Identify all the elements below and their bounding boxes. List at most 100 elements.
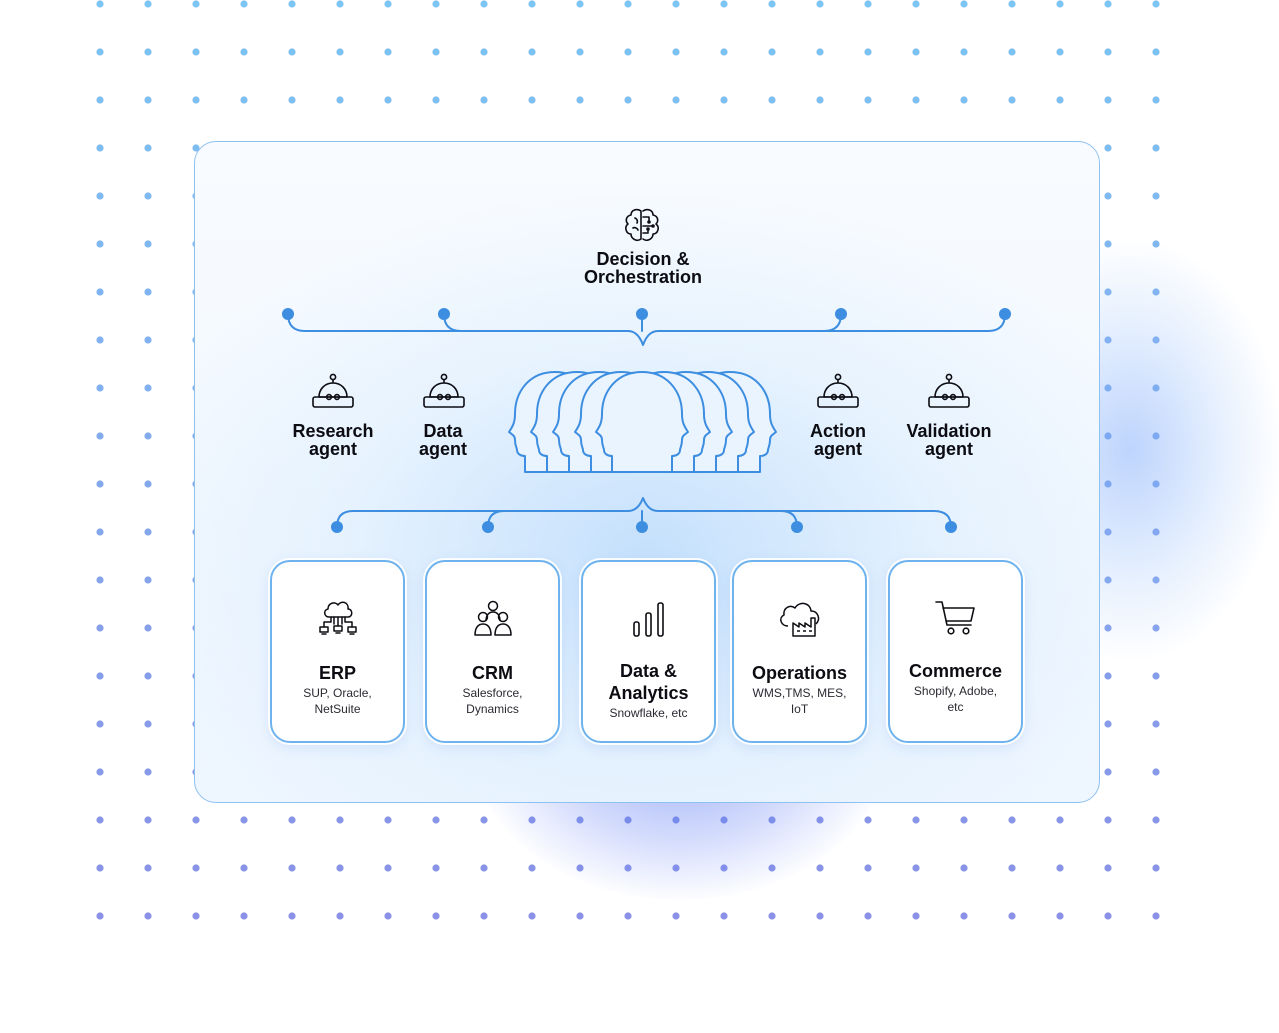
background-dot bbox=[288, 864, 296, 872]
robot-icon bbox=[423, 373, 465, 408]
background-dot bbox=[528, 48, 536, 56]
cloud-network-icon bbox=[318, 601, 357, 635]
background-dot bbox=[1056, 0, 1064, 8]
bar-chart-icon bbox=[632, 602, 664, 637]
background-dot bbox=[1104, 48, 1112, 56]
background-dot bbox=[240, 48, 248, 56]
background-dot bbox=[240, 96, 248, 104]
background-dot bbox=[960, 96, 968, 104]
background-dot bbox=[336, 0, 344, 8]
background-dot bbox=[912, 912, 920, 920]
background-dot bbox=[576, 96, 584, 104]
background-dot bbox=[480, 864, 488, 872]
background-dot bbox=[768, 0, 776, 8]
system-subtitle: WMS,TMS, MES, IoT bbox=[752, 686, 847, 716]
background-dot bbox=[432, 48, 440, 56]
background-dot bbox=[624, 912, 632, 920]
background-dot bbox=[1008, 48, 1016, 56]
connector-node bbox=[438, 308, 450, 320]
background-dot bbox=[1152, 480, 1160, 488]
background-dot bbox=[384, 864, 392, 872]
background-dot bbox=[672, 48, 680, 56]
background-dot bbox=[480, 48, 488, 56]
background-dot bbox=[336, 864, 344, 872]
background-dot bbox=[1104, 336, 1112, 344]
system-card-operations: Operations WMS,TMS, MES, IoT bbox=[732, 560, 867, 743]
background-dot bbox=[528, 864, 536, 872]
background-dot bbox=[816, 864, 824, 872]
background-dot bbox=[1104, 240, 1112, 248]
background-dot bbox=[336, 816, 344, 824]
background-dot bbox=[624, 48, 632, 56]
background-dot bbox=[864, 912, 872, 920]
system-card-data-analytics: Data & Analytics Snowflake, etc bbox=[581, 560, 716, 743]
background-dot bbox=[96, 816, 104, 824]
connector-node bbox=[282, 308, 294, 320]
background-dot bbox=[1056, 864, 1064, 872]
background-dot bbox=[144, 816, 152, 824]
background-dot bbox=[1152, 432, 1160, 440]
background-dot bbox=[912, 816, 920, 824]
background-dot bbox=[1104, 480, 1112, 488]
system-title: Operations bbox=[751, 663, 848, 683]
background-dot bbox=[720, 96, 728, 104]
background-dot bbox=[432, 912, 440, 920]
background-dot bbox=[912, 48, 920, 56]
background-dot bbox=[912, 864, 920, 872]
background-dot bbox=[192, 912, 200, 920]
background-dot bbox=[816, 912, 824, 920]
background-dot bbox=[96, 192, 104, 200]
users-icon bbox=[473, 600, 512, 636]
background-dot bbox=[1104, 576, 1112, 584]
system-subtitle: SUP, Oracle, NetSuite bbox=[303, 686, 372, 716]
background-dot bbox=[1152, 384, 1160, 392]
background-dot bbox=[1152, 528, 1160, 536]
background-dot bbox=[240, 0, 248, 8]
background-dot bbox=[1152, 0, 1160, 8]
background-dot bbox=[912, 0, 920, 8]
shopping-cart-icon bbox=[934, 601, 975, 635]
background-dot bbox=[1104, 0, 1112, 8]
background-dot bbox=[528, 96, 536, 104]
system-card-erp: ERP SUP, Oracle, NetSuite bbox=[270, 560, 405, 743]
background-dot bbox=[672, 96, 680, 104]
background-dot bbox=[144, 720, 152, 728]
background-dot bbox=[960, 912, 968, 920]
background-dot bbox=[720, 0, 728, 8]
background-dot bbox=[336, 96, 344, 104]
background-dot bbox=[816, 96, 824, 104]
background-dot bbox=[768, 96, 776, 104]
background-dot bbox=[288, 96, 296, 104]
connector-node bbox=[791, 521, 803, 533]
background-dot bbox=[768, 48, 776, 56]
background-dot bbox=[1104, 816, 1112, 824]
system-title: Commerce bbox=[908, 661, 1003, 681]
background-dot bbox=[1152, 720, 1160, 728]
connector-node bbox=[945, 521, 957, 533]
system-card-crm: CRM Salesforce, Dynamics bbox=[425, 560, 560, 743]
background-dot bbox=[1104, 672, 1112, 680]
system-subtitle: Snowflake, etc bbox=[609, 706, 688, 720]
background-dot bbox=[816, 48, 824, 56]
background-dot bbox=[384, 816, 392, 824]
background-dot bbox=[1104, 864, 1112, 872]
background-dot bbox=[816, 0, 824, 8]
background-dot bbox=[96, 48, 104, 56]
background-dot bbox=[96, 720, 104, 728]
background-dot bbox=[720, 48, 728, 56]
background-dot bbox=[1008, 912, 1016, 920]
background-dot bbox=[96, 672, 104, 680]
background-dot bbox=[192, 96, 200, 104]
background-dot bbox=[1104, 96, 1112, 104]
background-dot bbox=[144, 480, 152, 488]
background-dot bbox=[432, 816, 440, 824]
background-dot bbox=[384, 0, 392, 8]
background-dot bbox=[912, 96, 920, 104]
background-dot bbox=[1104, 624, 1112, 632]
connector-node bbox=[331, 521, 343, 533]
background-dot bbox=[144, 576, 152, 584]
background-dot bbox=[96, 384, 104, 392]
background-dot bbox=[1152, 624, 1160, 632]
background-dot bbox=[144, 48, 152, 56]
background-dot bbox=[672, 0, 680, 8]
